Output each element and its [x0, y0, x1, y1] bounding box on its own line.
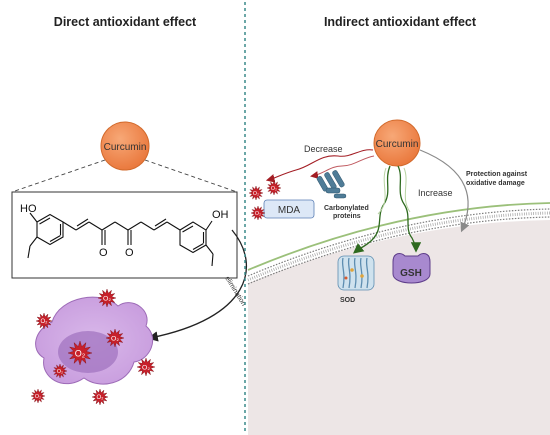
membrane-head-row-2	[247, 216, 550, 285]
radical-label: O₂	[255, 211, 261, 217]
sod-label: SOD	[340, 297, 355, 304]
left-panel-title: Direct antioxidant effect	[54, 15, 197, 29]
zoom-line-left	[11, 159, 106, 193]
radical-5: O₂	[52, 363, 68, 379]
radical-label: O₂	[75, 348, 86, 358]
sod-protein-icon	[337, 255, 375, 291]
radical-label: O₂	[41, 319, 49, 325]
radical-label: O₂	[57, 369, 63, 375]
cell-interior	[248, 220, 550, 435]
radical-right-1: O₂	[248, 185, 264, 201]
radical-group: O₂ O₂ O₂ O₂ O₂ O₂ O₂ O₂	[30, 288, 156, 406]
radical-6: O₂	[136, 357, 156, 377]
decrease-arrow-1	[265, 149, 374, 183]
decrease-arrow-2	[310, 155, 375, 179]
radical-1: O₂	[97, 288, 117, 308]
radical-8: O₂	[30, 388, 46, 404]
structure-label-o-right: O	[125, 247, 134, 259]
radical-group-right: O₂ O₂ O₂	[248, 180, 282, 221]
curcumin-structure	[27, 212, 214, 267]
gsh-label: GSH	[400, 268, 422, 279]
radical-label: O₂	[97, 395, 105, 401]
structure-box	[11, 191, 238, 279]
radical-3: O₂	[67, 340, 93, 366]
zoom-line-right	[144, 159, 238, 193]
radical-2: O₂	[35, 312, 53, 330]
radical-right-2: O₂	[266, 180, 282, 196]
elimination-label: elimination	[223, 275, 247, 307]
protection-arrow	[419, 149, 470, 233]
increase-arrow-sod	[352, 165, 391, 254]
structure-label-oh: OH	[212, 209, 229, 221]
radical-label: O₂	[35, 394, 41, 400]
radical-7: O₂	[91, 388, 109, 406]
radical-label: O₂	[142, 365, 150, 372]
radical-label: O₂	[103, 296, 111, 303]
carbonylated-protein-icon	[316, 170, 347, 199]
structure-label-o-left: O	[99, 247, 108, 259]
increase-arrow-faint-2	[403, 167, 411, 213]
membrane-head-row-1	[247, 208, 550, 277]
radical-label: O₂	[271, 186, 277, 192]
radical-label: O₂	[111, 336, 119, 343]
membrane-tails	[247, 211, 550, 282]
radical-right-3: O₂	[250, 205, 266, 221]
membrane-outer-line	[247, 202, 550, 271]
radical-label: O₂	[253, 191, 259, 197]
decrease-label: Decrease	[304, 144, 343, 154]
increase-arrow-gsh	[397, 165, 422, 253]
right-panel-title: Indirect antioxidant effect	[324, 15, 477, 29]
carbonylated-label-line2: proteins	[333, 213, 361, 220]
curcumin-label-left: Curcumin	[104, 142, 147, 153]
mda-label: MDA	[278, 205, 301, 216]
protection-label-line1: Protection against	[466, 171, 528, 178]
protection-label-line2: oxidative damage	[466, 180, 525, 187]
curcumin-node-left: Curcumin	[100, 121, 150, 171]
structure-label-ho: HO	[20, 203, 37, 215]
mda-box	[263, 199, 315, 219]
increase-arrow-faint-1	[377, 167, 387, 215]
gsh-molecule: GSH	[392, 253, 431, 284]
radical-4: O₂	[105, 328, 125, 348]
curcumin-node-right: Curcumin	[373, 119, 421, 167]
increase-label: Increase	[418, 188, 453, 198]
elimination-arrow	[147, 229, 247, 342]
carbonylated-label-line1: Carbonylated	[324, 205, 369, 212]
curcumin-label-right: Curcumin	[376, 139, 419, 150]
